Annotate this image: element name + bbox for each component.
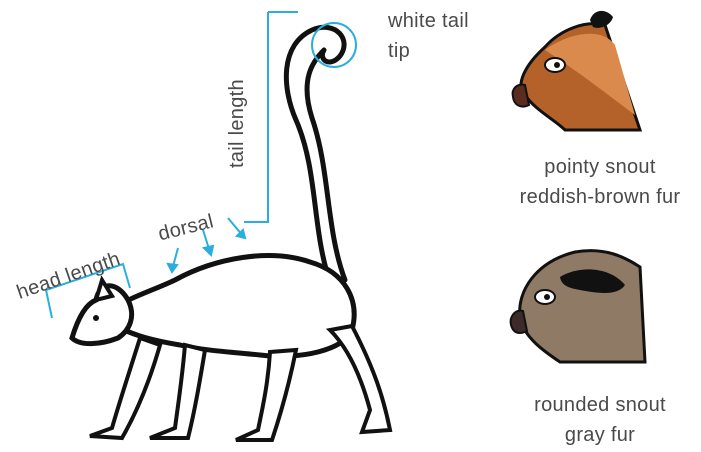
lemur-eye xyxy=(93,315,99,321)
lemur-front-leg-2 xyxy=(150,345,205,438)
lemur-ear xyxy=(96,280,112,300)
reddish-lemur-head-icon xyxy=(505,5,655,135)
label-tail-length: tail length xyxy=(226,79,249,168)
label-white-tail-tip-line2: tip xyxy=(388,40,410,63)
lemur-tail xyxy=(286,27,345,282)
label-white-tail-tip-line1: white tail xyxy=(388,10,469,33)
gray-lemur-head-icon xyxy=(505,237,655,367)
species-1-snout: pointy snout xyxy=(500,152,700,182)
species-2-fur: gray fur xyxy=(500,420,700,450)
species-2-snout: rounded snout xyxy=(500,390,700,420)
lemur-hind-leg xyxy=(236,350,296,440)
lemur-hind-leg-2 xyxy=(330,326,390,432)
lemur-front-leg xyxy=(90,338,160,438)
species-1-fur: reddish-brown fur xyxy=(500,182,700,212)
